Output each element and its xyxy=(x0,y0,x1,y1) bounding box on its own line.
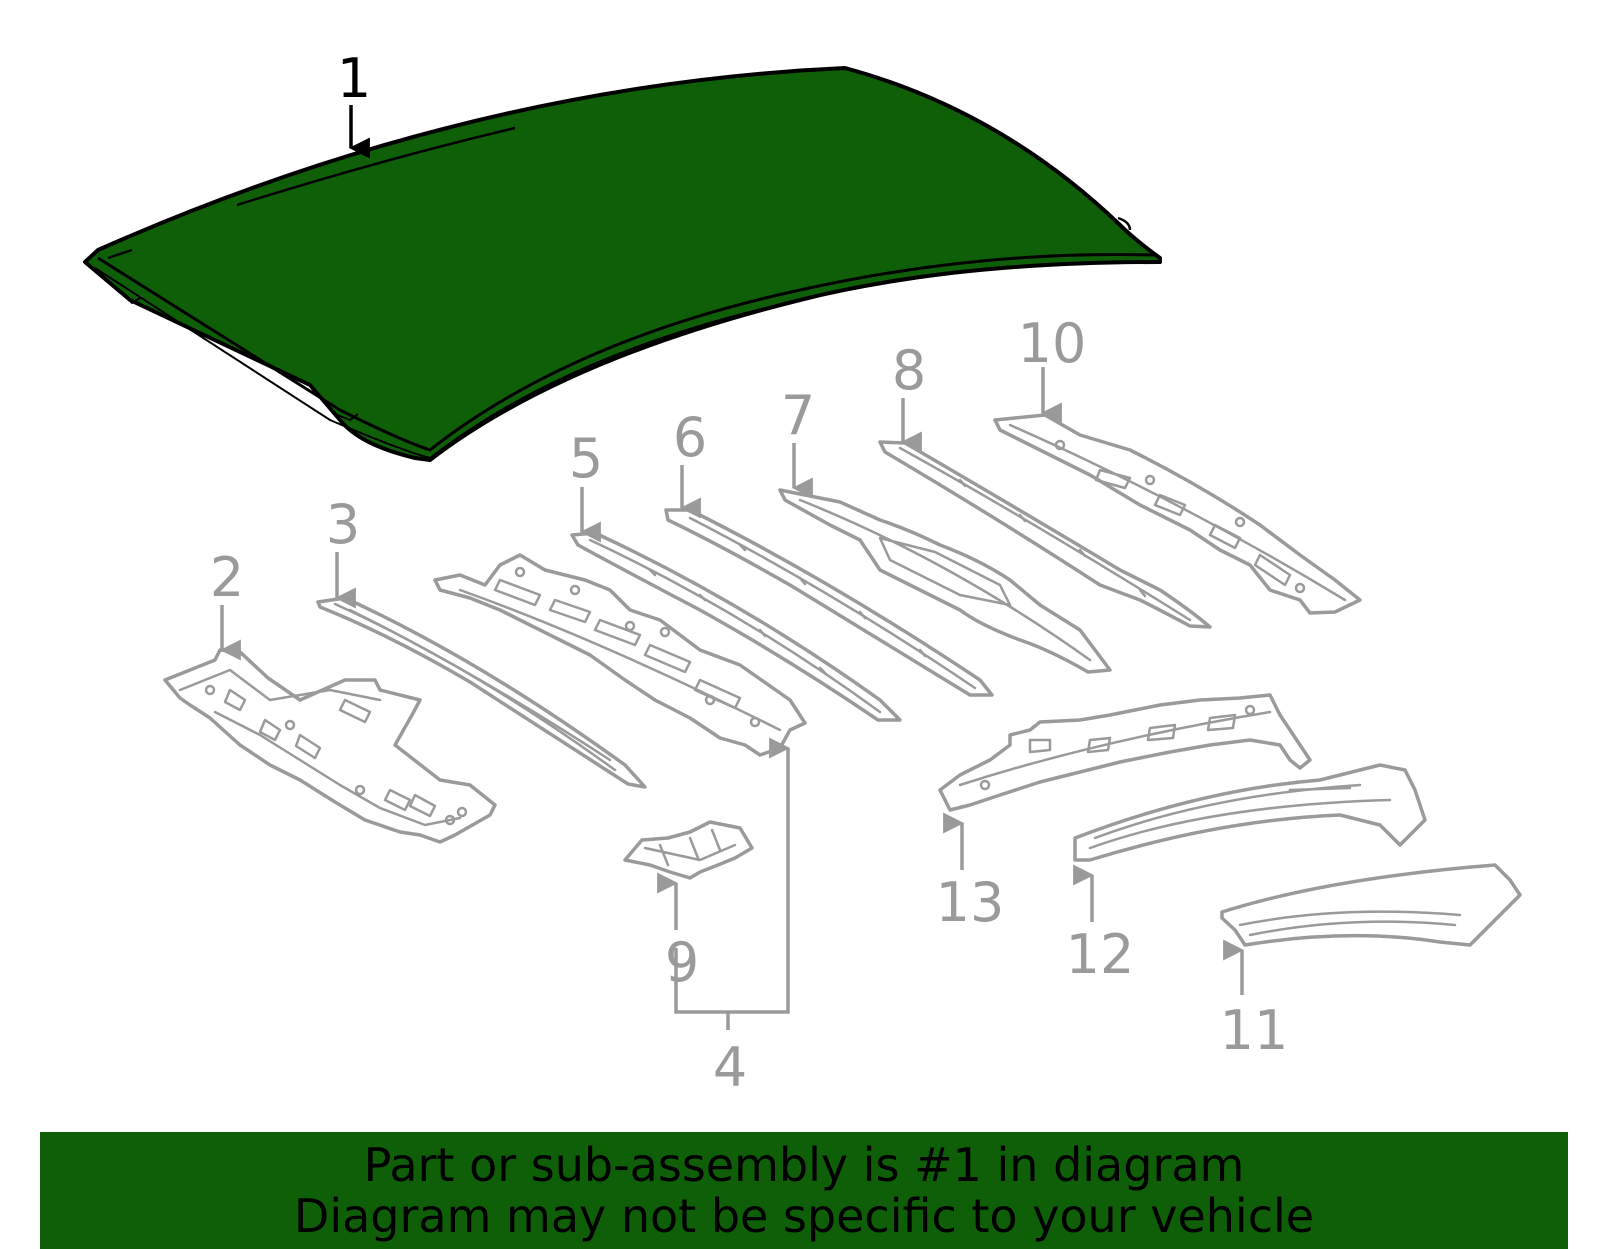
banner-line-1: Part or sub-assembly is #1 in diagram xyxy=(363,1137,1245,1192)
side-rail-reinforcement[interactable] xyxy=(938,693,1312,812)
roof-panel[interactable] xyxy=(83,66,1162,462)
disclaimer-banner: Part or sub-assembly is #1 in diagram Di… xyxy=(40,1132,1568,1249)
callout-13: 13 xyxy=(936,871,1005,934)
leader-4 xyxy=(674,748,788,1030)
roof-bow-5[interactable] xyxy=(570,531,902,722)
bracket-9[interactable] xyxy=(623,820,754,880)
callout-5: 5 xyxy=(569,427,603,490)
center-reinforcement-panel[interactable] xyxy=(433,553,807,757)
front-header-panel[interactable] xyxy=(163,648,497,844)
side-rail-11[interactable] xyxy=(1220,863,1522,947)
callout-10: 10 xyxy=(1018,312,1087,375)
rear-header-panel[interactable] xyxy=(993,413,1362,615)
callout-7: 7 xyxy=(781,384,815,447)
roof-bow-7[interactable] xyxy=(778,488,1112,674)
callout-3: 3 xyxy=(326,493,360,556)
roof-bow-6[interactable] xyxy=(664,508,994,697)
banner-line-2: Diagram may not be specific to your vehi… xyxy=(293,1188,1315,1243)
callout-4: 4 xyxy=(713,1036,747,1099)
callout-1: 1 xyxy=(337,47,371,110)
callout-12: 12 xyxy=(1066,923,1135,986)
roof-bow-3[interactable] xyxy=(316,596,647,789)
callout-6: 6 xyxy=(673,406,707,469)
callout-8: 8 xyxy=(892,339,926,402)
side-rail-12[interactable] xyxy=(1073,763,1427,862)
callout-11: 11 xyxy=(1220,999,1289,1062)
roof-bow-8[interactable] xyxy=(878,440,1212,629)
callout-9: 9 xyxy=(665,931,699,994)
callout-2: 2 xyxy=(210,546,244,609)
